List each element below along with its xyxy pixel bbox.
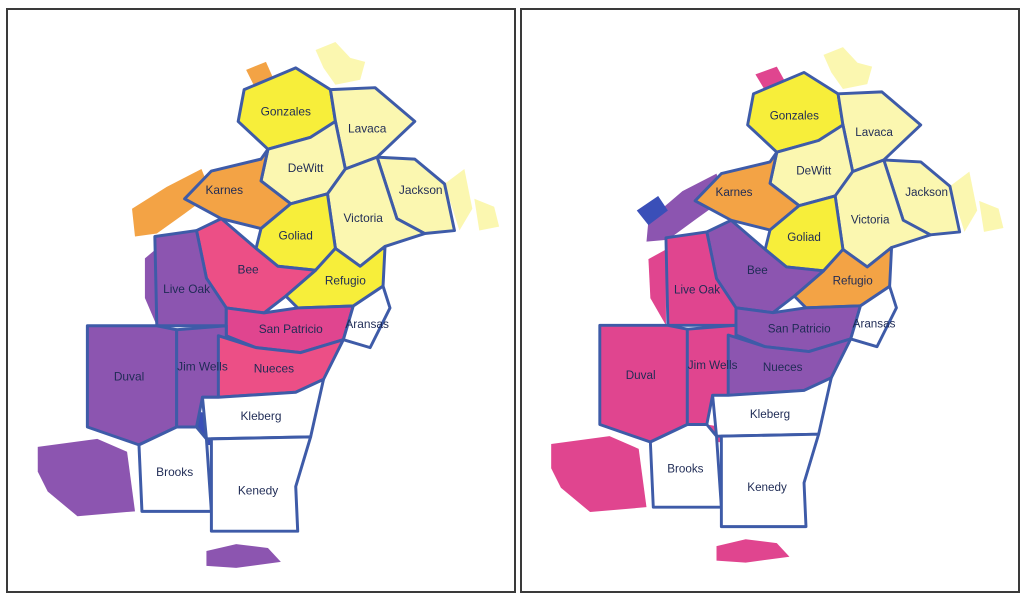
county-label-dewitt: DeWitt — [796, 165, 832, 178]
county-label-brooks: Brooks — [156, 465, 193, 479]
county-label-duval: Duval — [114, 370, 144, 384]
county-kenedy[interactable] — [719, 432, 821, 529]
county-label-bee: Bee — [238, 262, 260, 276]
county-label-karnes: Karnes — [205, 183, 243, 197]
county-label-jackson: Jackson — [399, 183, 443, 197]
county-label-jackson: Jackson — [905, 186, 948, 199]
county-label-nueces: Nueces — [254, 362, 294, 376]
county-label-live-oak: Live Oak — [163, 282, 210, 296]
region-fragment — [37, 438, 135, 517]
county-label-refugio: Refugio — [325, 273, 366, 287]
county-label-dewitt: DeWitt — [288, 161, 324, 175]
region-fragment — [144, 248, 157, 326]
county-label-gonzales: Gonzales — [770, 109, 819, 122]
county-label-live-oak: Live Oak — [674, 283, 720, 296]
county-label-jim-wells: Jim Wells — [688, 359, 738, 372]
county-label-lavaca: Lavaca — [348, 121, 387, 135]
county-label-duval: Duval — [626, 369, 656, 382]
county-layer — [85, 66, 456, 533]
county-brooks[interactable] — [648, 423, 723, 509]
county-label-aransas: Aransas — [345, 317, 389, 331]
region-fragment — [636, 195, 668, 226]
county-label-kleberg: Kleberg — [241, 409, 282, 423]
county-label-gonzales: Gonzales — [261, 105, 311, 119]
county-label-bee: Bee — [747, 264, 768, 277]
county-label-san-patricio: San Patricio — [768, 322, 831, 335]
region-fragment — [206, 544, 281, 568]
county-kenedy[interactable] — [209, 435, 313, 533]
county-layer — [598, 70, 962, 529]
county-label-san-patricio: San Patricio — [259, 322, 323, 336]
county-label-kleberg: Kleberg — [750, 408, 790, 421]
county-label-lavaca: Lavaca — [855, 126, 893, 139]
county-label-goliad: Goliad — [279, 229, 313, 243]
county-brooks[interactable] — [137, 425, 213, 513]
county-label-goliad: Goliad — [787, 231, 821, 244]
region-fragment — [444, 169, 473, 231]
county-duval[interactable] — [85, 324, 179, 447]
county-label-victoria: Victoria — [343, 211, 383, 225]
region-fragment — [315, 42, 366, 85]
county-label-karnes: Karnes — [716, 186, 753, 199]
county-label-victoria: Victoria — [851, 213, 890, 226]
county-aransas[interactable] — [849, 284, 898, 349]
region-fragment — [474, 198, 500, 231]
county-label-kenedy: Kenedy — [238, 484, 278, 498]
region-fragment — [949, 171, 978, 232]
county-duval[interactable] — [598, 323, 689, 444]
county-label-kenedy: Kenedy — [747, 481, 787, 494]
county-aransas[interactable] — [341, 284, 392, 350]
region-fragment — [823, 47, 873, 89]
region-fragment — [132, 169, 212, 237]
county-label-nueces: Nueces — [763, 361, 803, 374]
region-fragment — [979, 200, 1004, 232]
county-label-brooks: Brooks — [667, 462, 703, 475]
county-label-refugio: Refugio — [833, 275, 873, 288]
county-label-aransas: Aransas — [853, 317, 896, 330]
region-fragment — [648, 249, 666, 326]
fragment-layer — [37, 42, 500, 568]
county-label-jim-wells: Jim Wells — [177, 360, 228, 374]
region-fragment — [551, 436, 647, 513]
region-fragment — [716, 539, 790, 563]
